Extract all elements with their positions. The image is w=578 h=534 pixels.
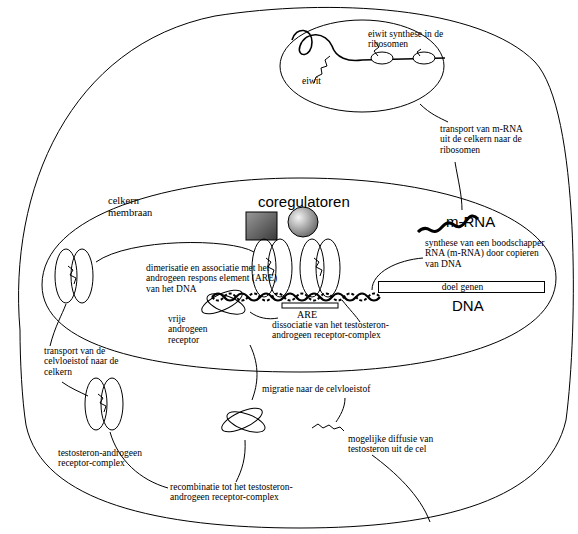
ribosome-symbol [371, 52, 393, 64]
receptor-symbol [219, 403, 266, 436]
process-note: migratie naar de celvloeistof [262, 384, 402, 394]
receptor-symbol [204, 290, 247, 319]
receptor-symbol [300, 239, 324, 297]
are-bar [282, 303, 338, 308]
leader-line [336, 398, 345, 422]
coregulator-sphere [288, 207, 318, 237]
node-heading: doel genen [379, 282, 546, 292]
leader-line [455, 162, 462, 210]
part-name: DNA [452, 298, 512, 315]
part-name: ARE [297, 309, 337, 320]
receptor-symbol [71, 249, 93, 303]
part-name: testosteron-androgeen receptor-complex [58, 448, 158, 469]
receptor-symbol [224, 408, 267, 437]
testosterone-molecule [312, 424, 344, 431]
process-note: dissociatie van het testosteron-androgee… [272, 320, 408, 341]
leader-line [250, 345, 257, 400]
node-heading: celkern membraan [108, 195, 163, 218]
node-heading: eiwit synthese in de ribosomen [368, 29, 444, 50]
cell-nucleus-outline [42, 178, 556, 372]
receptor-symbol [268, 239, 292, 297]
leader-line [50, 304, 66, 346]
receptor-symbol [101, 378, 123, 430]
protein-label: eiwit [302, 76, 332, 86]
process-note: transport van de celvloeistof naar de ce… [44, 346, 126, 377]
leader-line [342, 300, 360, 322]
ribosome-region-outline [280, 20, 444, 112]
ribosome-symbol [413, 52, 435, 64]
ribosome-region: eiwit synthese in de ribosomen eiwit [280, 20, 444, 112]
testosterone-molecule [68, 266, 76, 284]
gene-box: doel genen [378, 281, 545, 293]
leader-line [96, 243, 254, 262]
dna-strand [212, 294, 380, 301]
leader-line [250, 312, 278, 319]
leader-line [62, 382, 88, 396]
cell-membrane [19, 7, 574, 528]
leader-line [420, 104, 448, 122]
leader-line [236, 440, 245, 482]
receptor-symbol [199, 285, 246, 318]
testosterone-molecule [98, 394, 106, 412]
receptor-symbol [316, 239, 340, 297]
testosterone-molecule [266, 258, 322, 276]
process-note: transport van m-RNA uit de celkern naar … [440, 124, 532, 155]
part-name: vrije androgeen receptor [168, 314, 213, 345]
process-note: mogelijke diffusie van testosteron uit d… [348, 434, 448, 455]
process-note: recombinatie tot het testosteron-androge… [170, 482, 320, 503]
process-note: dimerisatie en associatie met het androg… [146, 263, 292, 294]
dna-strand [212, 294, 380, 301]
process-note: synthese van een boodschapper RNA (m-RNA… [425, 238, 545, 269]
part-name: coregulatoren [258, 194, 388, 211]
leader-line [372, 455, 430, 522]
coregulator-block [246, 212, 277, 240]
part-name: m-RNA [446, 214, 526, 231]
